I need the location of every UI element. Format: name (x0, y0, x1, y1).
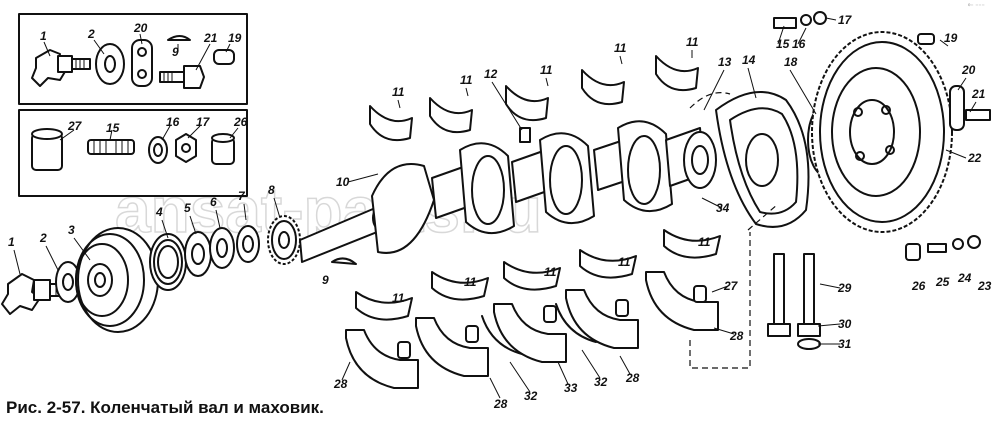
callout-1-inset: 1 (40, 29, 47, 43)
part-washer (95, 43, 125, 85)
callout-3: 3 (68, 223, 75, 237)
callout-19: 19 (944, 31, 958, 45)
part-stud (87, 139, 135, 155)
callout-28-d: 28 (729, 329, 744, 343)
callout-16-inset: 16 (166, 115, 180, 129)
inset-bottom (18, 109, 248, 197)
callout-9-inset: 9 (172, 45, 179, 59)
callout-11-h: 11 (544, 265, 557, 279)
callout-4: 4 (155, 205, 163, 219)
part-spacer-7 (236, 225, 260, 263)
part-spring-washer (148, 136, 168, 164)
callout-28-b: 28 (493, 397, 508, 411)
callout-25: 25 (935, 275, 950, 289)
callout-27: 27 (723, 279, 739, 293)
callout-22: 22 (967, 151, 982, 165)
callout-16: 16 (792, 37, 806, 51)
callout-11-f: 11 (698, 235, 711, 249)
part-small-right (905, 235, 981, 261)
callout-18: 18 (784, 55, 798, 69)
part-bolt (159, 65, 205, 89)
callout-28-a: 28 (333, 377, 348, 391)
part-oil-seal (149, 233, 187, 291)
callout-1: 1 (8, 235, 15, 249)
part-pin (213, 49, 235, 65)
part-lock-plate-right (949, 85, 991, 131)
part-sleeve (211, 133, 235, 165)
part-nut (175, 133, 197, 163)
callout-11-c: 11 (540, 63, 553, 77)
part-spacer-6 (209, 227, 235, 269)
callout-34: 34 (716, 201, 730, 215)
callout-15-inset: 15 (106, 121, 120, 135)
part-rear-cover (689, 91, 810, 228)
callout-12: 12 (484, 67, 498, 81)
callout-11-i: 11 (464, 275, 477, 289)
callout-21-inset: 21 (203, 31, 218, 45)
bearing-caps (345, 271, 719, 389)
callout-10: 10 (336, 175, 350, 189)
callout-24: 24 (957, 271, 972, 285)
callout-13: 13 (718, 55, 732, 69)
callout-2-inset: 2 (87, 27, 95, 41)
callout-8: 8 (268, 183, 275, 197)
callout-23: 23 (977, 279, 992, 293)
lower-bearing-shells (355, 229, 721, 321)
callout-20-inset: 20 (133, 21, 148, 35)
callout-32-a: 32 (524, 389, 538, 403)
callout-33: 33 (564, 381, 578, 395)
part-ratchet-small (31, 49, 91, 87)
callout-28-c: 28 (625, 371, 640, 385)
part-sprocket (267, 215, 301, 265)
part-cap-bolts (767, 253, 821, 350)
callout-11-b: 11 (460, 73, 473, 87)
callout-labels: 1 2 20 9 21 19 27 15 16 17 26 1 2 3 4 5 … (8, 13, 992, 411)
corner-mark: ⁰⁻ ⁻⁻⁻ (968, 3, 985, 10)
callout-7: 7 (238, 189, 246, 203)
callout-17: 17 (838, 13, 853, 27)
callout-11-d: 11 (614, 41, 627, 55)
callout-27-inset: 27 (67, 119, 83, 133)
callout-11-a: 11 (392, 85, 405, 99)
part-flywheel (811, 31, 953, 233)
callout-26: 26 (911, 279, 926, 293)
part-spacer-5 (184, 231, 212, 277)
callout-11-e: 11 (686, 35, 699, 49)
figure-caption: Рис. 2-57. Коленчатый вал и маховик. (6, 398, 324, 417)
callout-30: 30 (838, 317, 852, 331)
callout-6: 6 (210, 195, 217, 209)
callout-5: 5 (184, 201, 191, 215)
callout-32-b: 32 (594, 375, 608, 389)
callout-19-inset: 19 (228, 31, 242, 45)
callout-17-inset: 17 (196, 115, 211, 129)
part-pulley (75, 227, 159, 333)
callout-14: 14 (742, 53, 756, 67)
upper-bearing-shells (369, 55, 699, 142)
part-bushing (31, 128, 63, 171)
part-key (331, 257, 357, 265)
callout-31: 31 (838, 337, 852, 351)
callout-26-inset: 26 (233, 115, 248, 129)
part-crankshaft (299, 120, 717, 263)
callout-2: 2 (39, 231, 47, 245)
part-pin-right (917, 33, 935, 45)
callout-11-j: 11 (392, 291, 405, 305)
part-lock-plate (131, 39, 153, 87)
callout-29: 29 (837, 281, 852, 295)
inset-top (18, 13, 248, 105)
part-stud-top (773, 11, 827, 29)
leader-lines (13, 17, 977, 399)
callout-11-g: 11 (618, 255, 631, 269)
part-key-small (167, 35, 191, 41)
callout-21: 21 (971, 87, 986, 101)
callout-20: 20 (961, 63, 976, 77)
callout-9: 9 (322, 273, 329, 287)
